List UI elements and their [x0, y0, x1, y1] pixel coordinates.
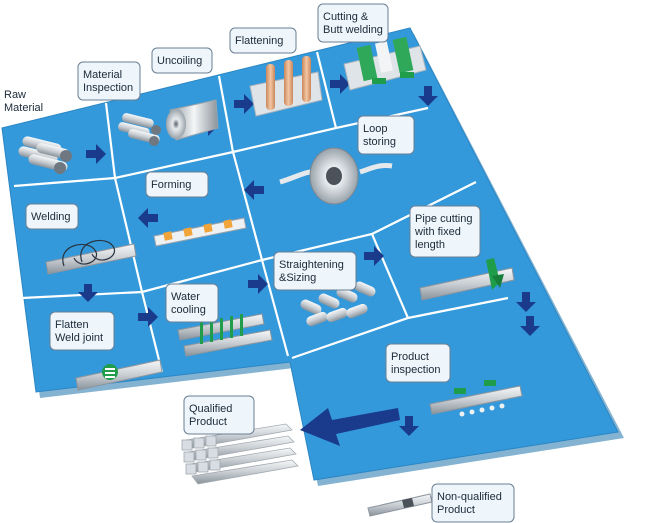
label-box	[431, 483, 515, 523]
label-text: Forming	[151, 179, 191, 191]
weld-joint-icon	[75, 359, 163, 391]
arrow-left-icon	[244, 180, 264, 200]
label-box	[229, 27, 297, 54]
label-text: Flattening	[235, 35, 283, 47]
label-text: Raw	[4, 89, 26, 101]
label-box	[409, 205, 481, 258]
label-text: Cutting &	[323, 11, 369, 23]
pipe-cutter-icon	[419, 258, 515, 301]
arrow-down-icon	[418, 86, 438, 106]
arrow-left-icon	[138, 208, 158, 228]
label-text: Flatten	[55, 319, 89, 331]
label-text: Product	[391, 351, 429, 363]
non-qualified-product-icon	[367, 493, 433, 517]
label-text: cooling	[171, 304, 206, 316]
weld-pipe-icon	[45, 239, 137, 275]
step-label-uncoiling: Uncoiling	[151, 47, 213, 74]
arrow-right-icon	[138, 307, 158, 327]
big-arrow-left-icon	[300, 408, 400, 446]
arrow-down-icon	[78, 284, 98, 302]
label-box	[25, 203, 79, 230]
label-text: Water	[171, 291, 200, 303]
forming-strip-icon	[153, 217, 247, 247]
welding-machine-icon	[343, 36, 427, 91]
label-text: with fixed	[414, 226, 461, 238]
rollers-icon	[249, 56, 323, 117]
steel-bars-icon	[18, 136, 72, 174]
step-label-straightening-sizing: Straightening&Sizing	[273, 251, 357, 291]
label-text: &Sizing	[279, 272, 316, 284]
label-text: Qualified	[189, 403, 232, 415]
sizing-rollers-icon	[300, 281, 376, 327]
label-text: inspection	[391, 364, 441, 376]
label-text: Pipe cutting	[415, 213, 472, 225]
step-label-forming: Forming	[145, 171, 209, 198]
label-text: Uncoiling	[157, 55, 202, 67]
loop-coil-icon	[279, 147, 393, 205]
labels: RawMaterialMaterialInspectionUncoilingFl…	[4, 3, 515, 523]
arrow-down-icon	[520, 316, 540, 336]
label-text: Inspection	[83, 82, 133, 94]
cooling-pipes-icon	[177, 313, 273, 357]
arrow-down-icon	[516, 292, 536, 312]
label-box	[385, 343, 451, 383]
arrow-right-icon	[248, 274, 268, 294]
qualified-product-stack-icon	[181, 423, 299, 485]
label-box	[165, 283, 219, 323]
label-box	[183, 395, 255, 435]
label-text: Weld joint	[55, 332, 103, 344]
arrow-right-icon	[86, 144, 106, 164]
label-text: Straightening	[279, 259, 344, 271]
label-text: Product	[437, 504, 475, 516]
arrow-right-icon	[364, 246, 384, 266]
board-grid	[13, 51, 509, 373]
label-box	[357, 115, 415, 155]
arrow-right-icon	[234, 94, 254, 114]
label-box	[317, 3, 389, 43]
label-box	[273, 251, 357, 291]
step-label-flattening: Flattening	[229, 27, 297, 54]
label-text: storing	[363, 136, 396, 148]
label-text: Material	[4, 102, 43, 114]
steel-bars-icon	[118, 113, 161, 146]
step-label-cutting-butt-welding: Cutting &Butt welding	[317, 3, 389, 43]
label-box	[151, 47, 213, 74]
step-label-welding: Welding	[25, 203, 79, 230]
label-text: Product	[189, 416, 227, 428]
label-text: Loop	[363, 123, 387, 135]
inspection-rig-icon	[429, 380, 523, 417]
label-text: Non-qualified	[437, 491, 502, 503]
label-box	[49, 311, 115, 351]
label-text: Material	[83, 69, 122, 81]
label-box	[145, 171, 209, 198]
arrow-down-icon	[399, 416, 419, 436]
label-text: length	[415, 239, 445, 251]
label-text: Welding	[31, 211, 71, 223]
label-box	[77, 61, 141, 101]
coil-sheet-icon	[166, 99, 219, 141]
arrow-right-icon	[330, 74, 350, 94]
label-text: Butt welding	[323, 24, 383, 36]
